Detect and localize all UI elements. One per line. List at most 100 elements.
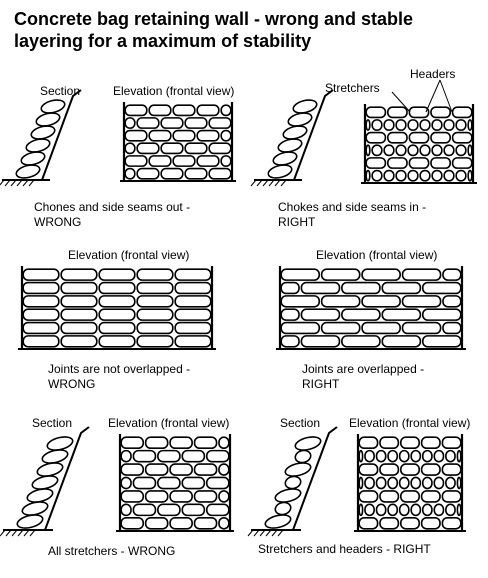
elevation-r1-right-bag [395, 169, 407, 182]
elevation-r3-right-bag [364, 476, 375, 490]
elevation-r2-right [276, 266, 466, 350]
elevation-r3-right-bag [398, 476, 410, 490]
section-r1-right-bag [272, 151, 298, 166]
elevation-r2-left-bag [136, 295, 174, 308]
elevation-r1-right-bag [430, 106, 452, 119]
elevation-label-r2-left: Elevation (frontal view) [68, 248, 190, 262]
elevation-r1-left-bag [136, 117, 160, 129]
section-r1-right-hatch [274, 179, 281, 187]
elevation-r1-left-bag [160, 142, 184, 155]
section-r1-left-hatch [4, 179, 11, 187]
elevation-r1-right-bag [443, 144, 455, 157]
elevation-r1-right-bag [408, 106, 430, 119]
elevation-r3-right-bag [387, 449, 399, 463]
section-r1-left-bag [20, 151, 46, 166]
elevation-r2-left-bag [60, 281, 98, 295]
elevation-r2-left [18, 266, 216, 350]
elevation-r2-right-bag [280, 321, 321, 335]
elevation-r2-right-bag [300, 335, 341, 348]
elevation-r1-left-bag [172, 129, 196, 142]
elevation-r3-right-bag [358, 449, 364, 463]
elevation-r2-right-bag [442, 321, 462, 335]
elevation-r1-right-bag [455, 119, 467, 131]
elevation-r2-right-bag [280, 308, 300, 321]
elevation-r1-left-bag [124, 167, 136, 180]
elevation-r2-left-bag [60, 321, 98, 335]
elevation-r3-left-bag [169, 490, 193, 503]
elevation-r3-right-bag [441, 436, 462, 450]
elevation-r3-right-bag [358, 503, 364, 517]
section-label-r3-left: Section [32, 416, 73, 430]
elevation-r1-right-bag [431, 144, 443, 157]
elevation-r3-right-bag [445, 476, 456, 490]
section-r1-right [250, 89, 334, 187]
elevation-r3-right-bag [379, 490, 400, 503]
elevation-r1-right-bag [407, 144, 419, 157]
elevation-r3-left-bag [205, 503, 230, 517]
elevation-r3-right-bag [399, 516, 420, 530]
elevation-r1-left-bag [124, 117, 136, 129]
elevation-r3-right-bag [410, 449, 422, 463]
section-label-r1-left: Section [40, 84, 81, 98]
elevation-r3-left-bag [132, 449, 157, 463]
section-r1-left-hatch [16, 179, 23, 187]
elevation-r1-left-bag [184, 167, 208, 180]
elevation-r3-right-bag [441, 463, 462, 476]
elevation-r3-right-bag [433, 449, 445, 463]
caption-r3-right: Stretchers and headers - RIGHT [258, 542, 431, 556]
caption-r2-left: Joints are not overlapped - WRONG [48, 362, 191, 391]
elevation-r1-right-bag [365, 144, 371, 157]
elevation-r3-left-bag [218, 436, 230, 450]
elevation-r1-left-bag [124, 155, 148, 167]
elevation-r3-right-bag [379, 463, 400, 476]
caption-r1-left: Chones and side seams out - WRONG [34, 200, 191, 229]
section-r3-left-bag [46, 436, 74, 451]
headers-label: Headers [410, 67, 456, 81]
elevation-r2-left-bag [136, 308, 174, 321]
elevation-r1-right-bag [419, 169, 431, 182]
elevation-r1-right-bag [419, 144, 431, 157]
elevation-r2-left-bag [174, 321, 212, 335]
elevation-r1-right-bag [467, 144, 473, 157]
elevation-r2-left-bag [22, 281, 60, 295]
elevation-r3-left-bag [218, 463, 230, 476]
section-r3-left-hatch [11, 529, 18, 537]
elevation-r3-right-bag [375, 476, 387, 490]
section-r3-left-hatch [0, 529, 6, 537]
section-r1-left-bag [30, 125, 56, 140]
elevation-r3-left-bag [120, 476, 132, 490]
section-r1-right-hatch [280, 179, 287, 187]
section-r1-right-bag [287, 112, 313, 127]
elevation-r2-left-bag [136, 268, 174, 281]
elevation-r2-right-bag [442, 268, 462, 281]
elevation-r3-left-bag [157, 476, 181, 490]
elevation-r2-right-bag [442, 295, 462, 308]
elevation-r2-left-bag [98, 268, 136, 281]
elevation-r1-right-bag [365, 119, 371, 131]
elevation-r2-right-bag [341, 281, 381, 295]
elevation-r2-right-bag [421, 281, 462, 295]
elevation-r1-left-bag [184, 142, 208, 155]
elevation-r1-right-bag [451, 106, 473, 119]
elevation-r2-left-bag [60, 268, 98, 281]
elevation-r3-right [354, 434, 466, 532]
elevation-r1-left-bag [172, 155, 196, 167]
elevation-r3-right-bag [387, 503, 399, 517]
elevation-r2-right-bag [361, 321, 401, 335]
elevation-r2-left-bag [98, 281, 136, 295]
elevation-r3-right-bag [364, 449, 375, 463]
elevation-r3-right-bag [398, 503, 410, 517]
elevation-r1-right-bag [365, 169, 371, 182]
elevation-r1-right-bag [365, 106, 387, 119]
elevation-r2-left-bag [22, 335, 60, 348]
elevation-r1-left-bag [196, 155, 220, 167]
elevation-r3-right-bag [445, 449, 456, 463]
elevation-r2-right-bag [320, 321, 361, 335]
section-r1-right-slope [293, 89, 334, 181]
elevation-r2-left-bag [98, 308, 136, 321]
elevation-r1-right-bag [451, 157, 473, 169]
section-r1-left-bag [15, 164, 41, 179]
elevation-r3-right-bag [379, 436, 400, 450]
elevation-r3-left-bag [193, 516, 218, 530]
